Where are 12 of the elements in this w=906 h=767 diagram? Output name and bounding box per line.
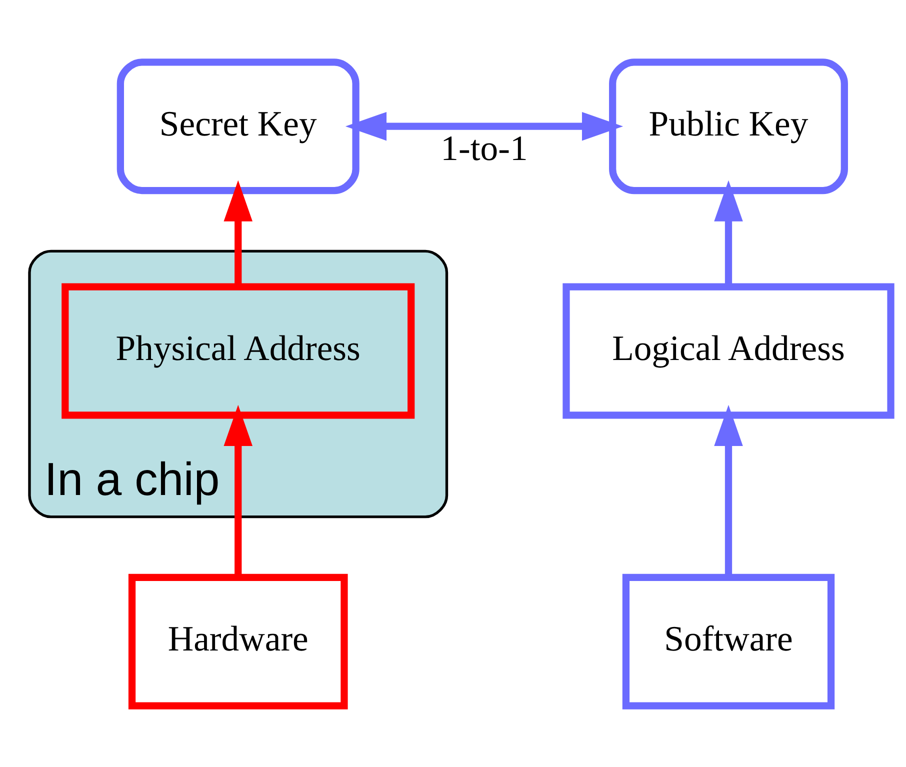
node-box: Secret Key bbox=[116, 58, 360, 194]
node-box: Physical Address bbox=[62, 282, 415, 418]
arrow bbox=[714, 180, 743, 286]
node-box: Software bbox=[622, 573, 835, 709]
arrow bbox=[224, 404, 253, 576]
node-box: Hardware bbox=[128, 573, 348, 709]
arrow bbox=[345, 111, 624, 140]
arrow bbox=[714, 404, 743, 576]
node-box: Public Key bbox=[609, 58, 848, 194]
edge-label: 1-to-1 bbox=[440, 128, 528, 168]
node-box: Logical Address bbox=[562, 282, 894, 418]
arrow bbox=[224, 180, 253, 286]
